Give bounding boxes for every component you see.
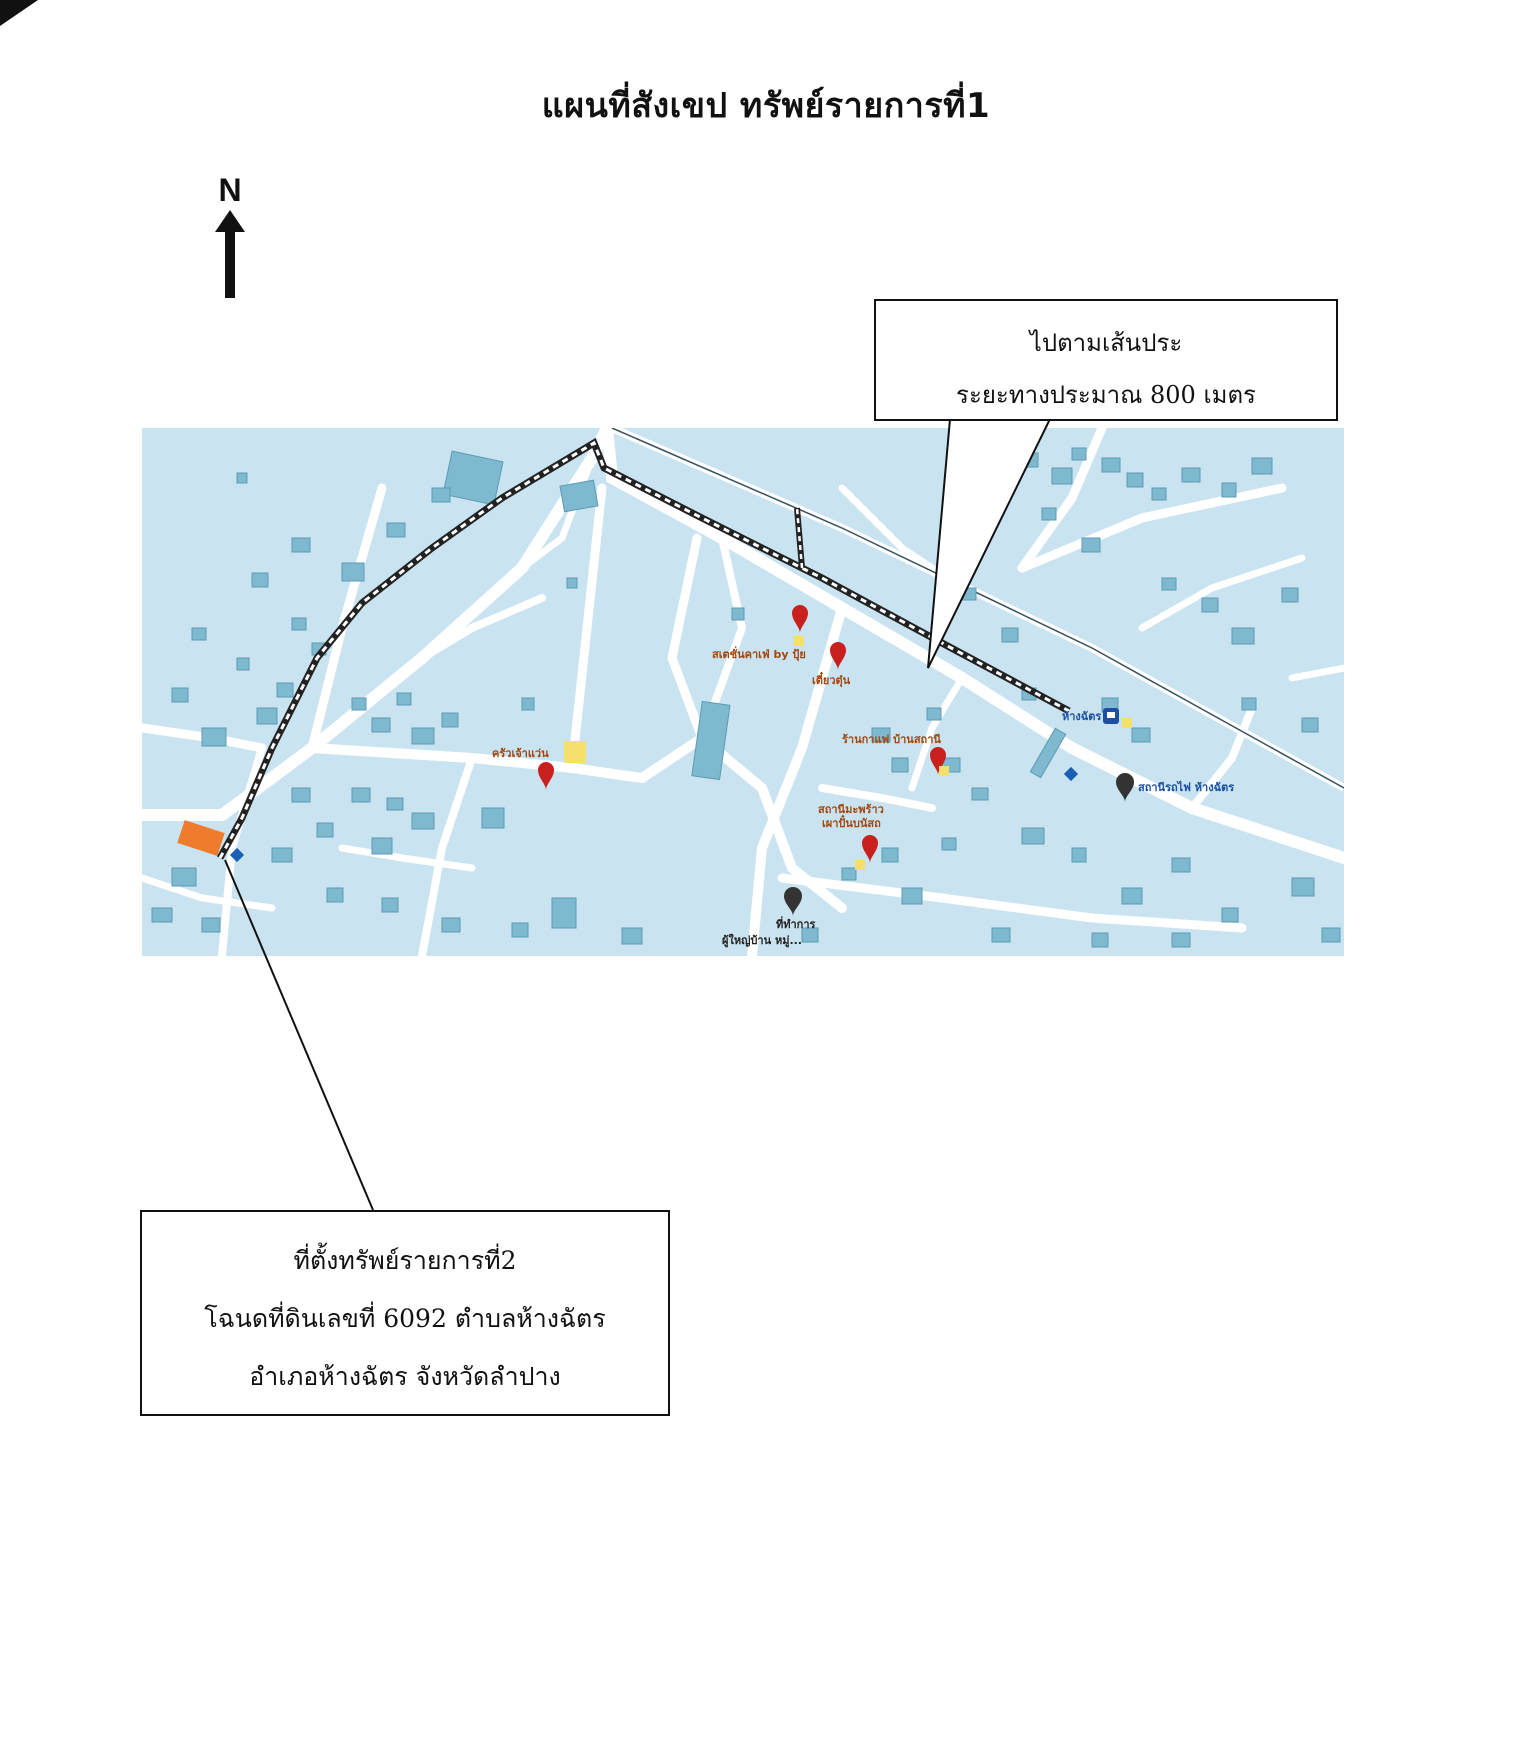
map-label-cafe-station: ร้านกาแฟ บ้านสถานี [842, 733, 941, 746]
map-canvas: สเตชั่นคาเฟ่ by ปุ้ย เตี๋ยวตุ๋น ครัวเจ้า… [142, 428, 1344, 956]
map-label-coconut-1: สถานีมะพร้าว [818, 803, 884, 816]
route-callout-line2: ระยะทางประมาณ 800 เมตร [956, 381, 1256, 409]
location-callout: ที่ตั้งทรัพย์รายการที่2 โฉนดที่ดินเลขที่… [140, 1210, 670, 1416]
map-label-office-1: ที่ทำการ [776, 916, 816, 931]
route-node-icon [229, 766, 1079, 863]
dashed-route [216, 437, 1071, 860]
map-label-train-station: สถานีรถไฟ ห้างฉัตร [1138, 780, 1234, 794]
map-pin-icon [538, 605, 946, 863]
map-label-station-cafe: สเตชั่นคาเฟ่ by ปุ้ย [712, 646, 806, 662]
map-label-kiao-tun: เตี๋ยวตุ๋น [812, 671, 851, 688]
poi-markers [564, 636, 1132, 870]
route-callout: ไปตามเส้นประ ระยะทางประมาณ 800 เมตร [874, 299, 1338, 421]
north-arrow-icon [215, 210, 245, 298]
north-label: N [218, 172, 242, 208]
north-indicator: N [205, 172, 255, 302]
map-label-office-2: ผู้ใหญ่บ้าน หมู่... [722, 933, 802, 948]
landmark-icon [784, 773, 1134, 916]
location-callout-line1: ที่ตั้งทรัพย์รายการที่2 [293, 1246, 517, 1275]
route-callout-line1: ไปตามเส้นประ [1029, 329, 1183, 357]
map-label-khrua-jao-waen: ครัวเจ้าแว่น [492, 747, 549, 760]
location-callout-line3: อำเภอห้างฉัตร จังหวัดลำปาง [249, 1362, 561, 1391]
transit-icon [1103, 708, 1119, 724]
map-label-hang-chat: ห้างฉัตร [1062, 710, 1101, 723]
buildings [151, 447, 1341, 948]
property-parcel [177, 820, 225, 856]
map-label-coconut-2: เผาปั๋นบนัสถ [822, 814, 881, 830]
location-callout-line2: โฉนดที่ดินเลขที่ 6092 ตำบลห้างฉัตร [204, 1304, 606, 1333]
scan-corner-shadow [0, 0, 38, 26]
page-title: แผนที่สังเขป ทรัพย์รายการที่1 [541, 86, 991, 126]
sketch-map: สเตชั่นคาเฟ่ by ปุ้ย เตี๋ยวตุ๋น ครัวเจ้า… [142, 428, 1344, 956]
